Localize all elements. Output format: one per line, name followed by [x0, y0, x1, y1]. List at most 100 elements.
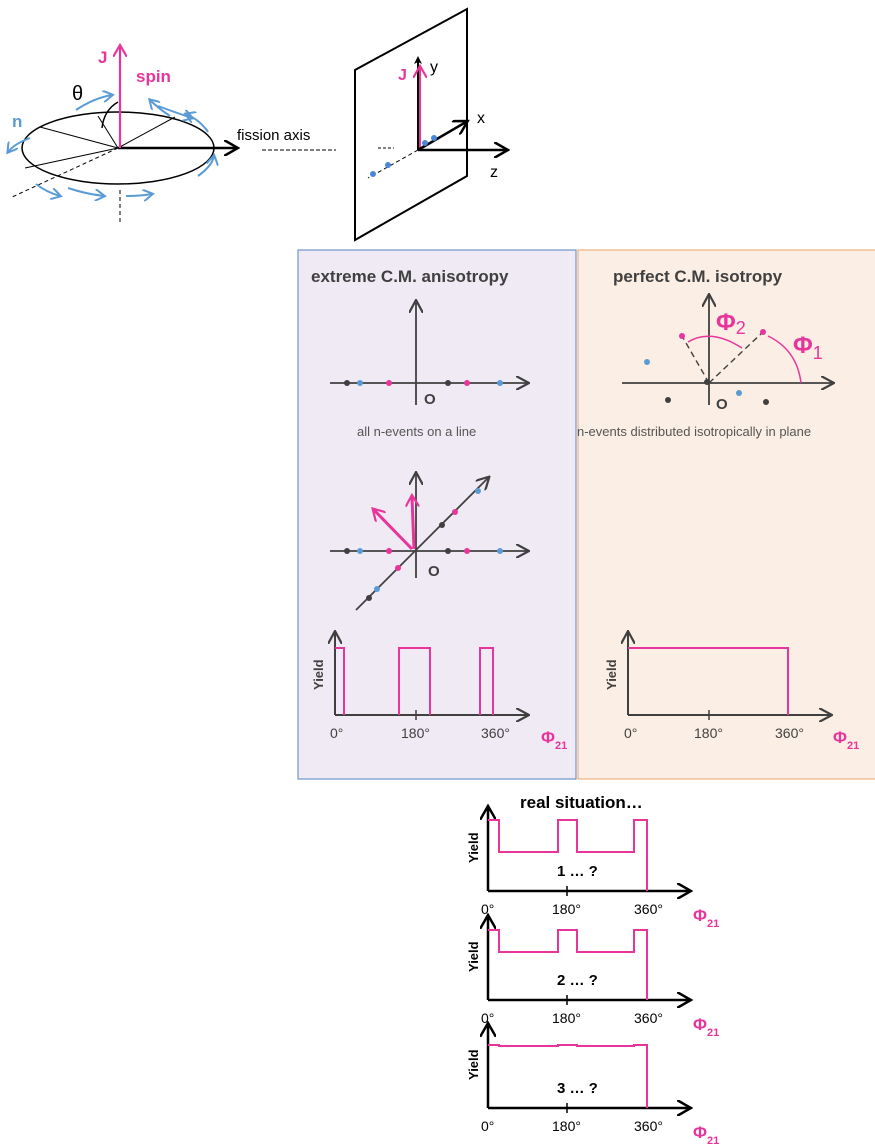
real-plot-1-yield: Yield [466, 832, 481, 863]
real-plot-1-series [488, 819, 648, 891]
panel-right-caption: n-events distributed isotropically in pl… [577, 424, 811, 439]
plot-left-series [335, 647, 494, 715]
tick-label-360-right: 360° [775, 725, 804, 741]
blue-dot [374, 586, 380, 592]
phi21-label: Φ21 [541, 728, 567, 752]
panel-right-title: perfect C.M. isotropy [613, 267, 783, 286]
tick-label-0-right: 0° [624, 725, 637, 741]
blue-dot [385, 162, 391, 168]
dark-dot [445, 380, 451, 386]
y-label: y [430, 59, 438, 76]
dark-dot [665, 397, 671, 403]
plot-right-series [628, 647, 789, 715]
pink-dot [464, 380, 470, 386]
real-plot-3-label: 3 … ? [557, 1080, 598, 1097]
spin-label: spin [136, 67, 171, 86]
tick-label-180: 180° [552, 1118, 581, 1134]
real-plot-3-series [488, 1044, 648, 1108]
dashed-axis-diag [9, 147, 119, 199]
real-situation-title: real situation… [520, 793, 643, 812]
rotation-arrow-2 [67, 187, 104, 196]
blue-dot [357, 380, 363, 386]
dark-dot [445, 548, 451, 554]
real-plot-2: Yield 2 … ? 0° 180° 360° Φ21 [466, 917, 719, 1039]
iso-dashed-2 [681, 335, 710, 384]
tick-label-180: 180° [552, 1010, 581, 1026]
tick-label-360: 360° [634, 901, 663, 917]
phi1-arc [767, 335, 802, 384]
rotation-arrow-3 [125, 194, 152, 196]
theta-arc [101, 101, 119, 129]
tick-label-0: 0° [481, 1118, 494, 1134]
panel-left-bg [297, 249, 577, 780]
disc-radius-2 [117, 116, 176, 149]
phi2-label: Φ2 [716, 309, 746, 338]
iso-dashed-1 [708, 331, 764, 384]
tick-label-180: 180° [401, 725, 430, 741]
tick-label-0: 0° [330, 725, 343, 741]
pink-dot [679, 333, 685, 339]
blue-dot [497, 380, 503, 386]
tick-label-0: 0° [481, 1010, 494, 1026]
blue-dot [422, 140, 428, 146]
real-plot-1-label: 1 … ? [557, 863, 598, 880]
plane-outline [354, 7, 468, 242]
phi21-label-right: Φ21 [833, 728, 859, 752]
fission-axis-label: fission axis [237, 127, 310, 144]
dark-dot [439, 522, 445, 528]
disc-radius-1 [39, 126, 119, 149]
real-plot-2-yield: Yield [466, 941, 481, 972]
origin-label-1: O [424, 391, 436, 408]
pink-dot [386, 380, 392, 386]
tick-label-360: 360° [634, 1118, 663, 1134]
plot-left-yield: Yield [311, 659, 326, 690]
j-label-left: J [98, 48, 107, 67]
real-plot-1: Yield 1 … ? 0° 180° 360° Φ21 [466, 808, 719, 930]
dark-dot [344, 380, 350, 386]
x-label: x [477, 110, 485, 127]
theta-label: θ [72, 83, 83, 105]
rotation-arrow-4 [197, 156, 214, 177]
rotation-arrow-1 [8, 137, 31, 152]
pink-dot [760, 329, 766, 335]
n-label: n [12, 112, 22, 131]
rotation-arrow-6 [150, 100, 171, 117]
plot-right-yield: Yield [604, 659, 619, 690]
panel-left-caption: all n-events on a line [357, 424, 476, 439]
disc-radius-4 [24, 147, 119, 169]
tick-label-180-right: 180° [694, 725, 723, 741]
blue-dot [431, 135, 437, 141]
dark-dot [704, 379, 710, 385]
pink-dot [386, 548, 392, 554]
fission-plane-diagram: J y x z [354, 7, 506, 242]
rotation-arrow-9 [35, 183, 60, 196]
disc-radius-3 [97, 115, 119, 149]
tick-label-180: 180° [552, 901, 581, 917]
pink-dot [395, 565, 401, 571]
z-label: z [490, 164, 498, 181]
blue-dot [475, 488, 481, 494]
blue-dot [644, 359, 650, 365]
real-plot-2-series [488, 929, 648, 1000]
real-plot-3: Yield 3 … ? 0° 180° 360° Φ21 [466, 1025, 719, 1146]
real-plot-3-yield: Yield [466, 1049, 481, 1080]
panel-anisotropy: extreme C.M. anisotropy O all n-events o… [297, 249, 577, 780]
origin-label-iso: O [716, 396, 728, 413]
phi1-label: Φ1 [793, 332, 823, 363]
phi21-label: Φ21 [693, 906, 719, 930]
spin-arrow-panel-diag [374, 510, 414, 551]
panel-left-title: extreme C.M. anisotropy [311, 267, 509, 286]
phi21-label: Φ21 [693, 1015, 719, 1039]
rotation-arrow-7 [75, 95, 112, 111]
j-label-plane: J [398, 67, 407, 84]
spin-arrow-panel [412, 497, 414, 550]
panel-isotropy: perfect C.M. isotropy Φ2 Φ1 O n-events d… [577, 249, 875, 780]
origin-label-2: O [428, 563, 440, 580]
x-axis-dashed [367, 149, 419, 179]
blue-dot [357, 548, 363, 554]
phi2-arc [687, 335, 743, 349]
real-situation: real situation… Yield 1 … ? 0° 180° 360°… [466, 793, 719, 1146]
blue-dot [370, 171, 376, 177]
dark-dot [763, 399, 769, 405]
